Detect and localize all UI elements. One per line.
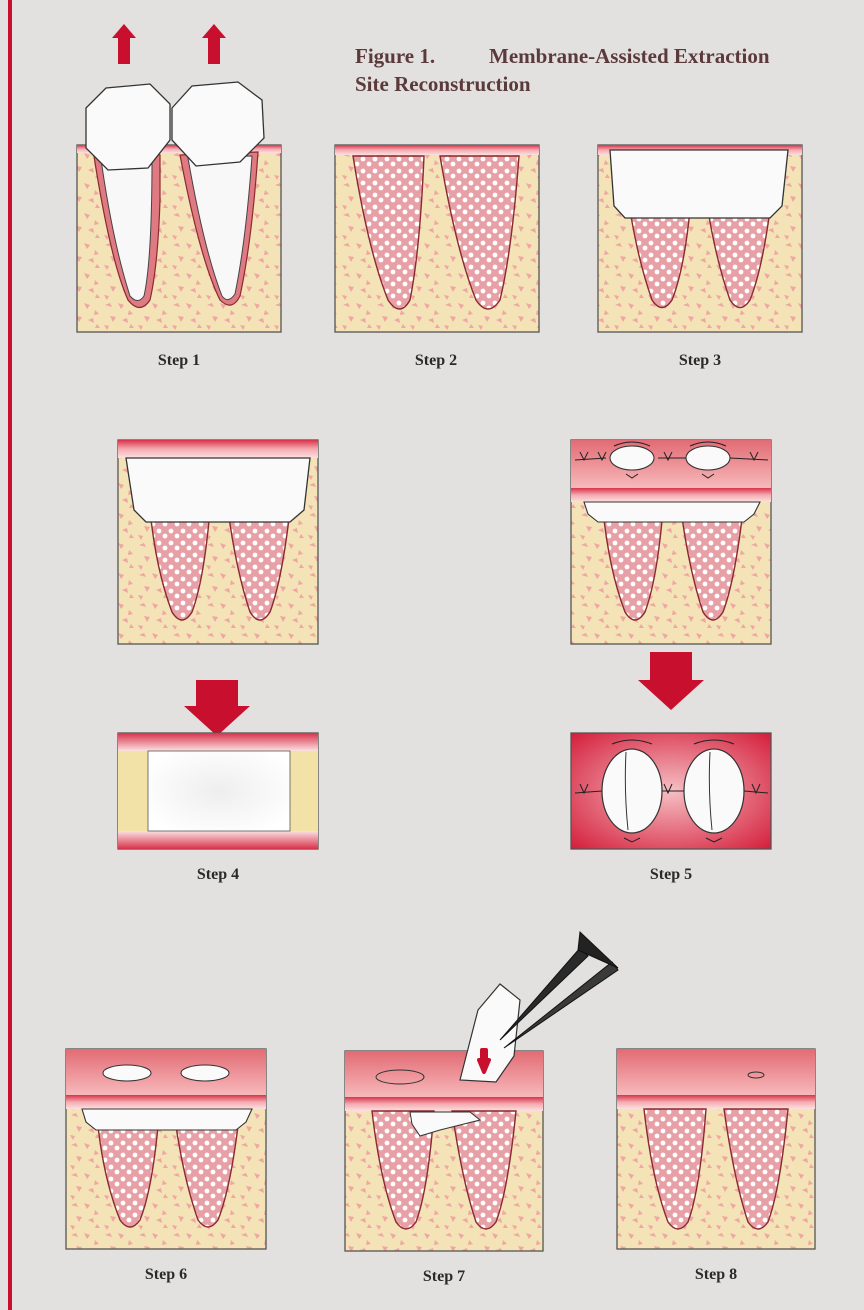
membrane	[610, 150, 788, 218]
gum-margin	[335, 145, 539, 155]
step-6-label: Step 6	[106, 1266, 226, 1284]
membrane	[126, 458, 310, 522]
step-4-diagram	[118, 440, 318, 849]
membrane	[82, 1109, 252, 1130]
down-arrow-icon	[184, 680, 250, 736]
step-2-diagram	[335, 145, 539, 332]
step-8-diagram	[617, 1049, 815, 1249]
step-1-diagram	[77, 24, 281, 332]
exposed-membrane	[103, 1065, 151, 1081]
step-1-label: Step 1	[119, 352, 239, 370]
step-2-label: Step 2	[376, 352, 496, 370]
exposed-membrane	[686, 446, 730, 470]
exposed-membrane	[684, 749, 744, 833]
exposed-membrane	[181, 1065, 229, 1081]
gum-flap	[617, 1049, 815, 1095]
down-arrow-icon	[638, 652, 704, 710]
step-6-diagram	[66, 1049, 266, 1249]
gum-flap	[66, 1049, 266, 1095]
gum-margin	[345, 1097, 543, 1111]
forceps-icon	[578, 932, 618, 968]
gum-margin	[571, 488, 771, 502]
gum-flap	[571, 440, 771, 488]
extraction-arrow-icon	[202, 24, 226, 64]
gum-margin	[118, 831, 318, 849]
step-3-label: Step 3	[640, 352, 760, 370]
gum-margin	[118, 733, 318, 751]
step-5-diagram	[571, 440, 771, 849]
step-7-label: Step 7	[384, 1268, 504, 1286]
gum-margin	[617, 1095, 815, 1109]
extraction-arrow-icon	[112, 24, 136, 64]
step-7-diagram	[345, 932, 618, 1251]
membrane	[584, 502, 760, 522]
bone-edge	[290, 751, 318, 831]
step-8-label: Step 8	[656, 1266, 776, 1284]
exposed-membrane	[602, 749, 662, 833]
removal-arrow-icon	[479, 1050, 489, 1072]
membrane-top-view	[148, 751, 290, 831]
exposed-membrane	[610, 446, 654, 470]
gum-margin	[118, 440, 318, 458]
gum-margin	[66, 1095, 266, 1109]
step-4-label: Step 4	[158, 866, 278, 884]
bone-edge	[118, 751, 148, 831]
step-5-label: Step 5	[611, 866, 731, 884]
step-3-diagram	[598, 145, 802, 332]
